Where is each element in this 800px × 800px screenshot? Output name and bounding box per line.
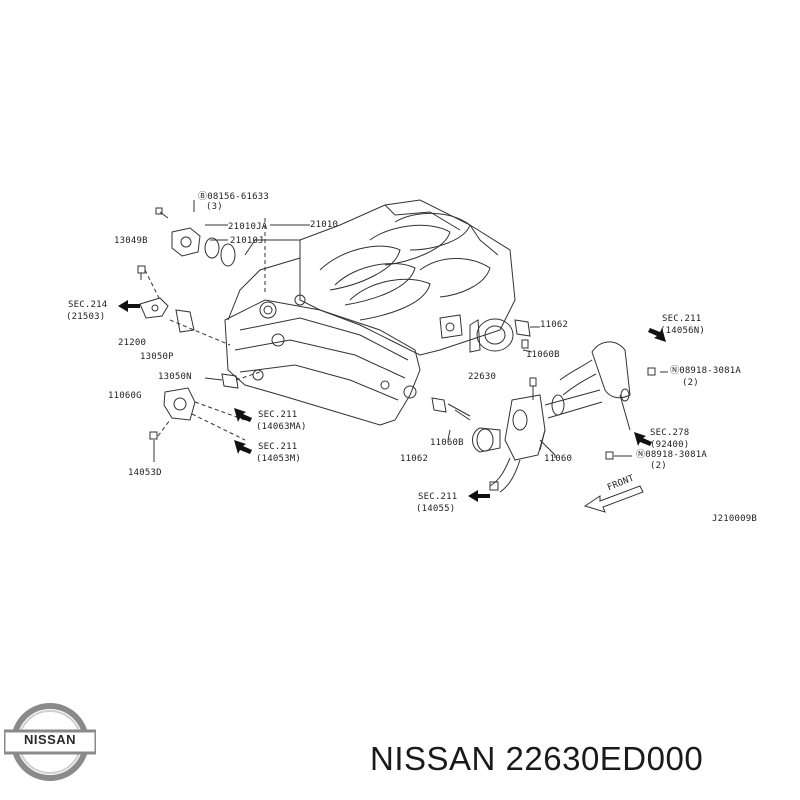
label-sec211-a: SEC.211 [258,410,298,420]
label-11060b-top: 11060B [526,350,560,360]
label-14055: (14055) [416,504,456,514]
label-21010: 21010 [310,220,339,230]
label-22630: 22630 [468,372,497,382]
label-08918-a-qty: (2) [682,378,699,388]
label-21200: 21200 [118,338,147,348]
part-number-caption: NISSAN 22630ED000 [370,740,704,777]
label-11062-bot: 11062 [400,454,429,464]
label-sec211-b: SEC.211 [258,442,298,452]
label-11062-top: 11062 [540,320,569,330]
label-11060g: 11060G [108,391,142,401]
label-08918-b-qty: (2) [650,461,667,471]
label-14063ma: (14063MA) [256,422,307,432]
label-13050p: 13050P [140,352,174,362]
label-14056n: (14056N) [660,326,705,336]
water-pipe-drawing [431,319,656,493]
label-13049b: 13049B [114,236,148,246]
label-08918-a: Ⓝ08918-3081A [670,366,742,376]
label-21503: (21503) [66,312,106,322]
label-13050n: 13050N [158,372,192,382]
label-92400: (92400) [650,440,690,450]
label-14053d: 14053D [128,468,162,478]
label-14053m: (14053M) [256,454,301,464]
label-08156-61633: Ⓑ08156-61633 [198,192,270,202]
label-sec211-d: SEC.211 [418,492,458,502]
label-21010ja: 21010JA [228,222,268,232]
nissan-logo-icon [4,703,96,781]
label-11060b-bot: 11060B [430,438,464,448]
front-arrow [583,485,644,513]
label-sec211-c: SEC.211 [662,314,702,324]
label-08156-qty: (3) [206,202,223,212]
logo-text: NISSAN [23,732,77,747]
label-sec214: SEC.214 [68,300,108,310]
label-21010j: 21010J [230,236,264,246]
label-11060: 11060 [544,454,573,464]
section-arrows [118,300,666,502]
label-08918-b: Ⓝ08918-3081A [636,450,708,460]
thermostat-housing-drawing [137,200,310,462]
diagram-code: J210009B [712,514,757,524]
intake-manifold-drawing [224,199,516,426]
label-sec278: SEC.278 [650,428,690,438]
